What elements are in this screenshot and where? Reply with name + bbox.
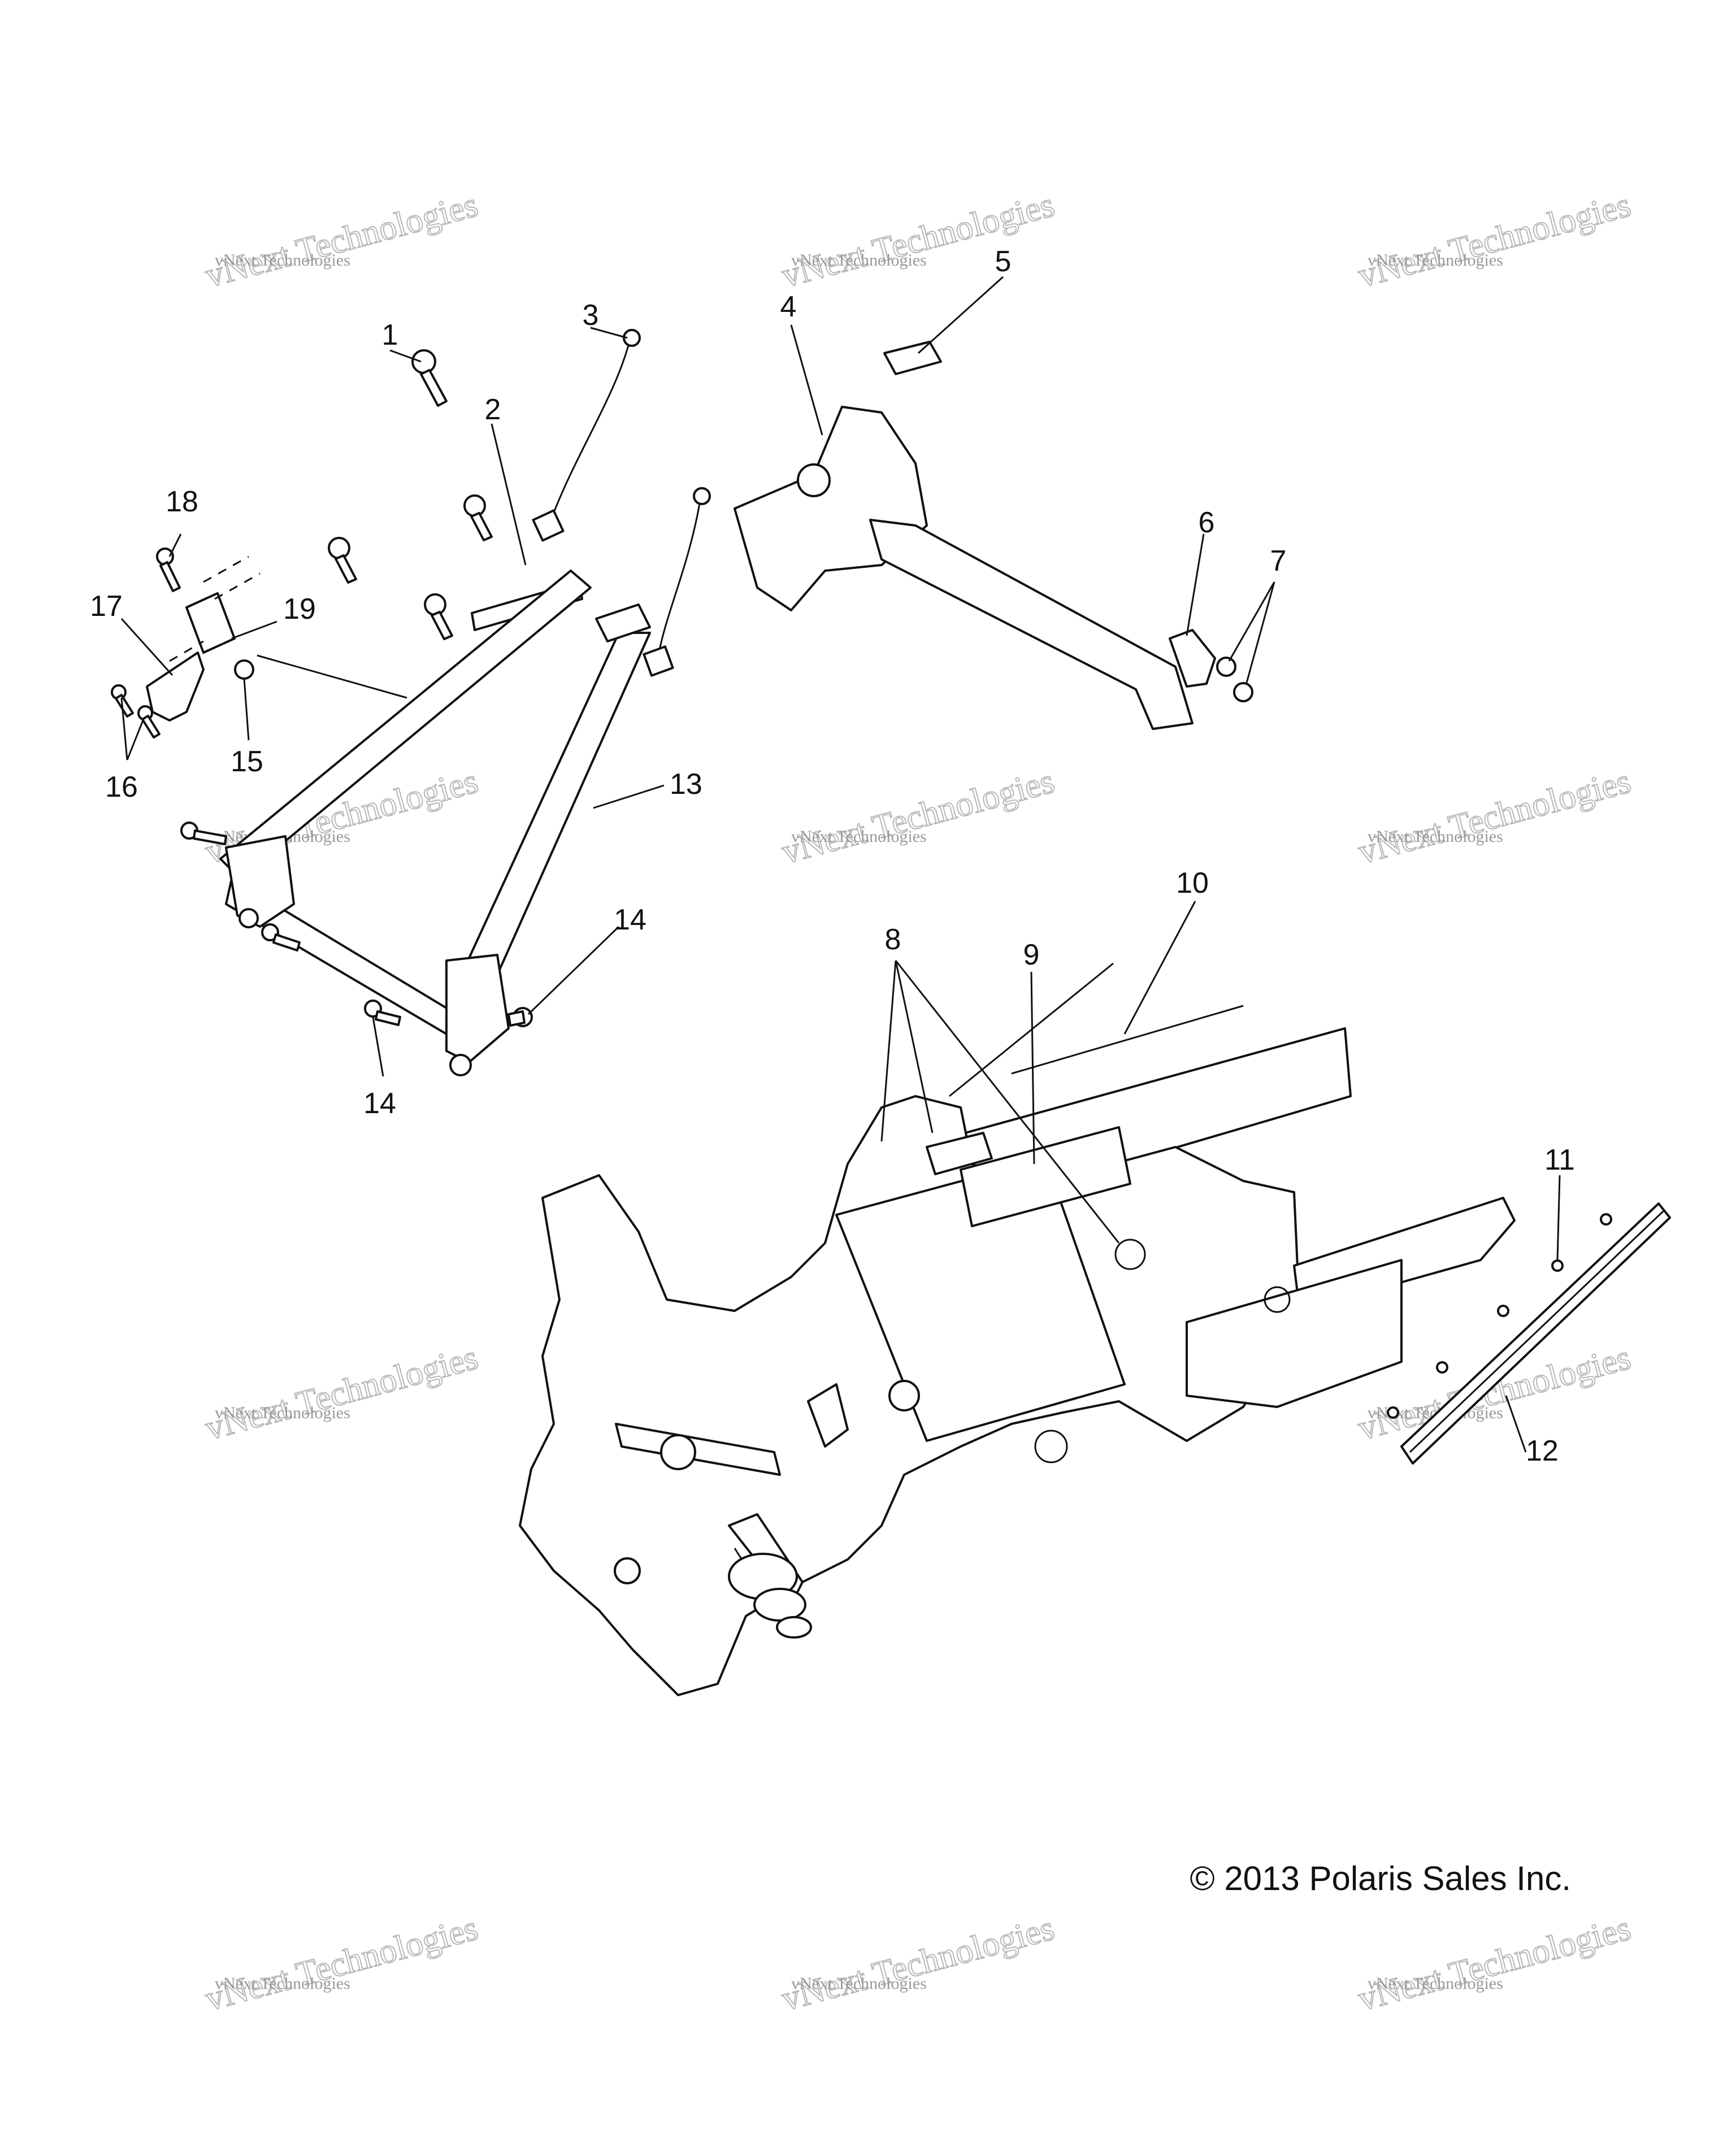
watermark-large-text: vNext Technologies [778,1909,1058,2018]
dashed-line-b [214,572,261,600]
watermark-bottom-right: vNext Technologies vNext Technologies [1353,1908,1635,2019]
part-bolt-16a [111,684,134,718]
part-bolt-end-left [180,822,227,845]
copyright-text: © 2013 Polaris Sales Inc. [1190,1860,1571,1897]
watermark-small-text: vNext Technologies [1368,251,1503,270]
watermark-large-text: vNext Technologies [778,185,1058,295]
watermark-top-left: vNext Technologies vNext Technologies [201,185,482,296]
dashed-line-c [169,640,204,662]
callout-2: 2 [485,393,501,426]
part-harness-b [643,487,711,677]
part-nut-7b [1233,682,1253,702]
watermark-large-text: vNext Technologies [778,762,1058,871]
callout-19: 19 [283,593,316,625]
part-nut-15 [234,659,254,680]
callout-14a: 14 [614,903,646,936]
watermark-bottom-center: vNext Technologies vNext Technologies [777,1908,1058,2019]
watermark-small-text: vNext Technologies [791,1974,927,1993]
part-bolt-a [463,494,493,541]
watermark-large-text: vNext Technologies [201,185,481,295]
callout-6: 6 [1199,506,1215,539]
watermark-small-text: vNext Technologies [1368,827,1503,846]
callout-7: 7 [1270,545,1287,577]
part-bolt-18 [156,548,181,592]
watermark-top-center: vNext Technologies vNext Technologies [777,185,1058,296]
part-bracket-left [225,835,295,928]
part-bracket-17 [146,651,205,722]
part-harness-3 [532,329,641,542]
callout-numbers: 1 2 3 4 5 6 7 8 9 10 11 12 13 14 14 15 1… [90,245,1575,1467]
part-bracket-6 [1169,629,1216,688]
watermark-large-text: vNext Technologies [201,1338,481,1448]
part-pad-5 [883,341,942,375]
callout-15: 15 [231,745,263,778]
watermark-small-text: vNext Technologies [215,1404,350,1422]
callout-9: 9 [1023,939,1040,971]
part-bolt-14a [507,1007,533,1027]
part-screws-11 [1387,1213,1612,1419]
part-bracket-19 [185,592,236,654]
callout-13: 13 [670,768,702,801]
dashed-line-a [203,555,249,583]
leader-lines [120,276,1561,1453]
part-rail-12 [1400,1202,1671,1465]
part-bolt-end-lower [261,923,301,952]
callout-12: 12 [1526,1435,1559,1467]
part-bolt-16b [137,705,160,738]
watermark-mid-right: vNext Technologies vNext Technologies [1353,761,1635,872]
part-bolt-b [328,537,357,584]
part-chassis [519,962,1516,1696]
watermark-large-text: vNext Technologies [1354,185,1634,295]
watermark-large-text: vNext Technologies [201,1909,481,2018]
callout-10: 10 [1176,867,1209,900]
watermark-lower-left: vNext Technologies vNext Technologies [201,1337,482,1448]
watermark-large-text: vNext Technologies [1354,1909,1634,2018]
watermark-small-text: vNext Technologies [791,251,927,270]
watermark-top-right: vNext Technologies vNext Technologies [1353,185,1635,296]
watermark-bottom-left: vNext Technologies vNext Technologies [201,1908,482,2019]
callout-18: 18 [166,485,198,518]
callout-1: 1 [382,319,398,351]
watermark-small-text: vNext Technologies [1368,1974,1503,1993]
callout-16: 16 [105,771,138,803]
callout-3: 3 [583,299,599,332]
part-steering-post-4 [734,406,1194,730]
watermark-small-text: vNext Technologies [791,827,927,846]
callout-4: 4 [780,290,797,323]
callout-11: 11 [1544,1144,1575,1176]
part-bracket-right [445,954,510,1076]
part-nut-7a [1216,657,1236,677]
watermark-mid-center: vNext Technologies vNext Technologies [777,761,1058,872]
watermark-small-text: vNext Technologies [215,251,350,270]
part-bolt-1 [411,349,448,407]
callout-8: 8 [885,923,901,956]
watermark-large-text: vNext Technologies [1354,762,1634,871]
part-bolt-c [424,593,453,640]
watermark-small-text: vNext Technologies [215,1974,350,1993]
callout-5: 5 [995,245,1012,278]
part-bolt-14b [364,1000,401,1026]
callout-14b: 14 [363,1087,396,1120]
callout-17: 17 [90,590,123,623]
